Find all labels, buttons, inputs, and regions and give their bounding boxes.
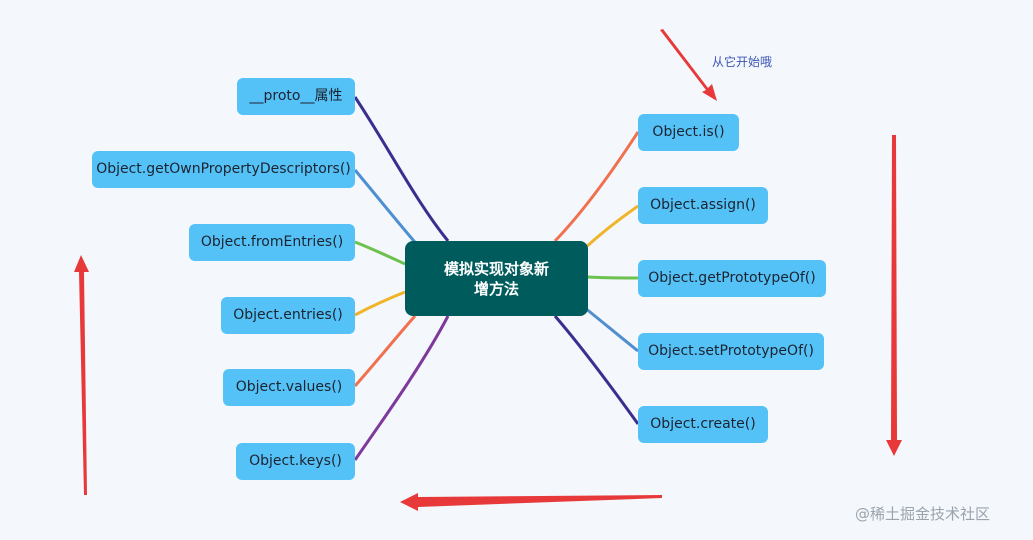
node-set-prototype-of[interactable]: Object.setPrototypeOf() xyxy=(638,333,824,370)
branch-line-keys xyxy=(353,315,450,461)
arrow-bottom-left xyxy=(400,493,662,511)
branch-line-entries xyxy=(354,290,406,317)
node-entries[interactable]: Object.entries() xyxy=(221,297,355,334)
node-get-prototype-of[interactable]: Object.getPrototypeOf() xyxy=(638,260,826,297)
branch-line-getprototypeof xyxy=(587,275,639,280)
branch-line-assign xyxy=(583,204,639,250)
node-object-is[interactable]: Object.is() xyxy=(638,114,739,151)
arrow-up-left xyxy=(74,255,89,495)
node-proto-property[interactable]: __proto__属性 xyxy=(237,78,355,115)
arrow-to-object-is xyxy=(660,29,717,101)
center-topic-label: 模拟实现对象新 增方法 xyxy=(444,259,549,299)
center-title-line-2: 增方法 xyxy=(473,279,519,298)
node-get-own-property-descriptors[interactable]: Object.getOwnPropertyDescriptors() xyxy=(92,151,355,188)
branch-line-create xyxy=(553,315,640,425)
branch-line-getownpropertydescriptors xyxy=(353,169,422,249)
branch-line-fromentries xyxy=(354,240,406,266)
branch-line-proto xyxy=(353,96,450,242)
start-here-annotation: 从它开始哦 xyxy=(712,55,773,69)
node-object-assign[interactable]: Object.assign() xyxy=(638,187,768,224)
node-object-create[interactable]: Object.create() xyxy=(638,406,768,443)
branch-line-values xyxy=(353,314,417,387)
branch-line-setprototypeof xyxy=(584,306,639,353)
center-topic[interactable]: 模拟实现对象新 增方法 xyxy=(405,241,588,316)
watermark-text: @稀土掘金技术社区 xyxy=(855,505,991,523)
node-keys[interactable]: Object.keys() xyxy=(236,443,355,480)
center-title-line-1: 模拟实现对象新 xyxy=(443,259,549,278)
branch-line-is xyxy=(553,131,640,243)
node-from-entries[interactable]: Object.fromEntries() xyxy=(189,224,355,261)
arrow-down-right xyxy=(886,135,902,456)
node-values[interactable]: Object.values() xyxy=(223,369,355,406)
